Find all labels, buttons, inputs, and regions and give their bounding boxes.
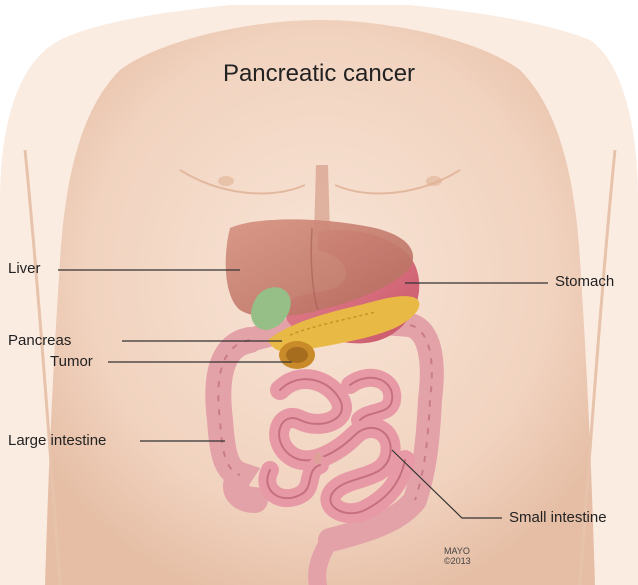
label-liver: Liver [8, 260, 41, 277]
diagram-title: Pancreatic cancer [0, 60, 638, 88]
credit-line-1: MAYO [444, 546, 471, 556]
credit-line-2: ©2013 [444, 556, 471, 566]
label-tumor: Tumor [50, 353, 93, 370]
label-pancreas: Pancreas [8, 332, 71, 349]
tumor-organ [279, 341, 315, 369]
label-large-intestine: Large intestine [8, 432, 106, 449]
copyright-credit: MAYO ©2013 [444, 546, 471, 566]
navel [314, 452, 322, 464]
label-small-intestine: Small intestine [509, 509, 607, 526]
label-stomach: Stomach [555, 273, 614, 290]
